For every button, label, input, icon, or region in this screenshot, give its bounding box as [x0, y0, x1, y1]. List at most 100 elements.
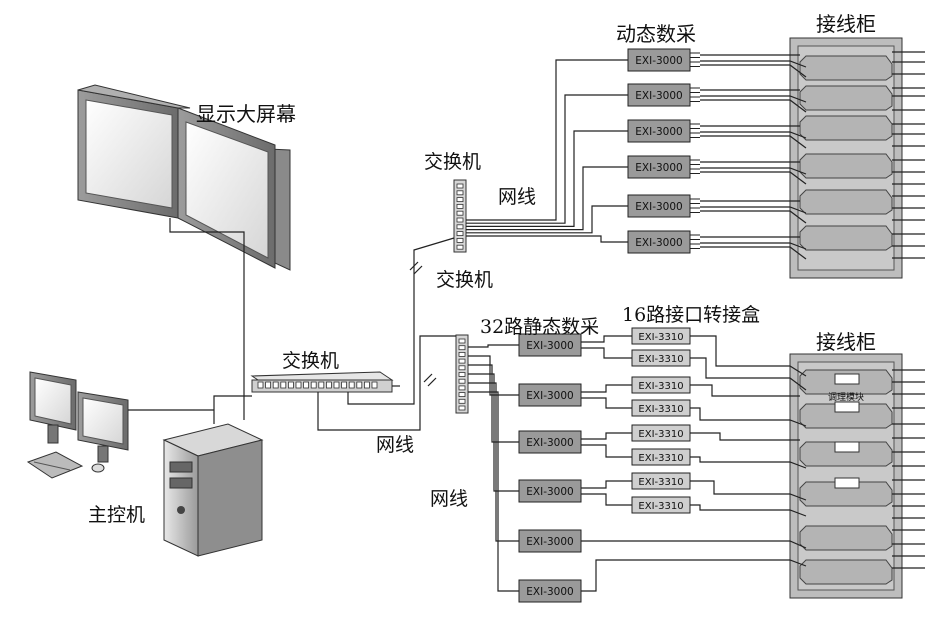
cable — [466, 130, 628, 227]
switch-port — [456, 197, 464, 203]
cabinet-shelf — [799, 441, 893, 467]
cable — [468, 391, 519, 592]
cable-left-label: 网线 — [376, 434, 415, 456]
cable — [700, 167, 807, 175]
cable — [581, 432, 632, 440]
cable — [466, 166, 628, 231]
switch-port — [363, 381, 370, 389]
cabinet-shelf — [799, 481, 893, 507]
switch-port — [456, 190, 464, 196]
adapter-unit — [631, 424, 691, 442]
cable-top-label: 网线 — [498, 186, 537, 208]
cabinet-bottom-label: 接线柜 — [816, 330, 876, 354]
cable — [700, 246, 807, 260]
dynamic-daq-label: 动态数采 — [616, 22, 696, 46]
cable — [700, 60, 807, 68]
cable — [700, 131, 807, 139]
switch-port — [325, 381, 332, 389]
switch-main-label: 交换机 — [282, 350, 340, 372]
switch-port — [265, 381, 272, 389]
dynamic-daq-unit — [627, 83, 691, 107]
cable — [700, 64, 807, 78]
switch-port — [456, 231, 464, 237]
switch-port — [458, 385, 466, 391]
switch-port — [341, 381, 348, 389]
cable — [466, 94, 628, 224]
adapter-unit — [631, 327, 691, 345]
workstation-monitors — [26, 371, 129, 479]
adapter-unit-label: EXI-3310 — [638, 354, 683, 365]
switch-port — [272, 381, 279, 389]
static-daq-unit — [518, 383, 582, 407]
adapter-unit — [631, 448, 691, 466]
switch-port — [458, 405, 466, 411]
cable — [690, 407, 807, 427]
switch-port — [257, 381, 264, 389]
cabinet-shelf — [799, 115, 893, 141]
cable — [468, 382, 519, 542]
switch-port — [458, 392, 466, 398]
switch-port — [456, 183, 464, 189]
static-daq-unit — [518, 333, 582, 357]
host-computer — [162, 423, 264, 557]
dynamic-daq-unit — [627, 48, 691, 72]
switch-port — [458, 365, 466, 371]
static-daq-unit-label: EXI-3000 — [526, 536, 573, 548]
switch-port — [456, 217, 464, 223]
cabinet-shelf — [799, 559, 893, 585]
switch-port — [295, 381, 302, 389]
dynamic-daq-unit — [627, 119, 691, 143]
switch-top-device — [453, 179, 467, 253]
cable — [700, 210, 807, 224]
cable — [466, 235, 628, 243]
cable — [581, 444, 632, 458]
cabinet-shelf — [799, 525, 893, 551]
network-cables — [128, 51, 925, 592]
switch-mid-device — [455, 334, 469, 414]
cable — [700, 171, 807, 185]
cable — [690, 335, 807, 377]
cabinet-shelf — [799, 153, 893, 179]
cable-bottom-label: 网线 — [430, 488, 469, 510]
static-daq-unit-label: EXI-3000 — [526, 390, 573, 402]
static-daq-unit-label: EXI-3000 — [526, 340, 573, 352]
dynamic-daq-unit-label: EXI-3000 — [635, 126, 682, 138]
dynamic-daq-unit — [627, 230, 691, 254]
cable — [468, 364, 519, 443]
static-daq-unit — [518, 529, 582, 553]
cable — [581, 335, 632, 343]
cable — [468, 344, 519, 348]
switch-port — [456, 237, 464, 243]
cable — [427, 377, 437, 387]
switch-port — [458, 398, 466, 404]
cable — [700, 242, 807, 250]
cable — [690, 504, 807, 517]
cabinet-top-label: 接线柜 — [816, 12, 876, 36]
switch-port — [458, 345, 466, 351]
cable — [409, 261, 419, 271]
main-switch — [250, 371, 394, 393]
adapter-unit-label: EXI-3310 — [638, 429, 683, 440]
cable — [581, 480, 632, 489]
cabinet-shelf — [799, 55, 893, 81]
switch-port — [458, 372, 466, 377]
switch-port — [456, 244, 464, 250]
switch-port — [356, 381, 363, 389]
module-label: 调理模块 — [828, 391, 864, 403]
cable — [466, 205, 628, 234]
cabinet-shelf — [799, 189, 893, 215]
cable — [169, 218, 245, 420]
static-daq-label: 32路静态数采 — [480, 316, 600, 338]
switch-top-label: 交换机 — [424, 151, 482, 173]
switch-port — [456, 203, 464, 209]
adapter-unit-label: EXI-3310 — [638, 453, 683, 464]
adapter-unit-label: EXI-3310 — [638, 404, 683, 415]
cable — [581, 540, 807, 549]
cabinet-shelf — [799, 403, 893, 429]
cable — [581, 347, 632, 359]
switch-port — [458, 358, 466, 364]
static-daq-unit — [518, 430, 582, 454]
cable — [690, 456, 807, 469]
display-wall — [77, 84, 291, 271]
cable — [581, 384, 632, 393]
